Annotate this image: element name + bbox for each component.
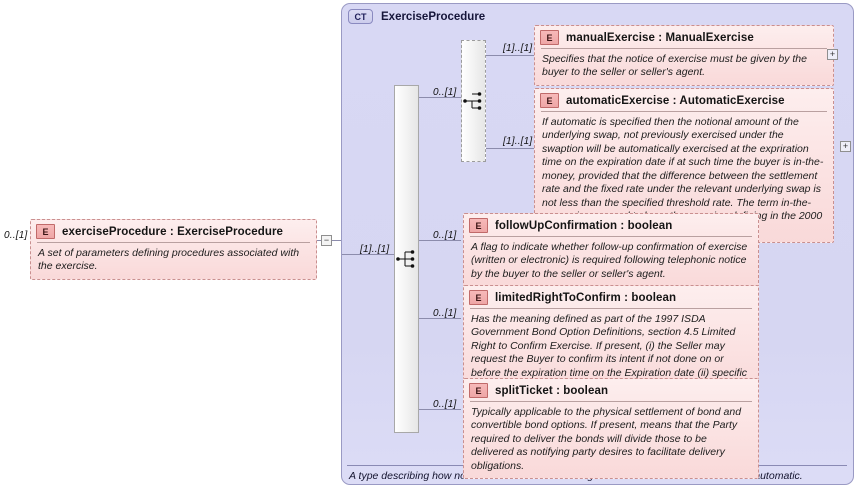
element-badge-icon: E xyxy=(469,218,488,233)
element-badge-icon: E xyxy=(540,93,559,108)
element-title: splitTicket : boolean xyxy=(495,384,609,397)
complextype-badge-icon: CT xyxy=(348,9,373,24)
connector-sequence-to-limitedRight xyxy=(419,318,461,319)
choice-glyph-icon xyxy=(462,92,481,110)
element-title: exerciseProcedure : ExerciseProcedure xyxy=(62,225,284,238)
followUpConfirmation-cardinality: 0..[1] xyxy=(433,230,457,241)
element-badge-icon: E xyxy=(540,30,559,45)
element-title: limitedRightToConfirm : boolean xyxy=(495,291,677,304)
sequence-compositor[interactable] xyxy=(394,85,419,433)
limitedRightToConfirm-cardinality: 0..[1] xyxy=(433,308,457,319)
root-cardinality: 0..[1] xyxy=(4,230,28,241)
header-divider xyxy=(541,111,827,112)
element-header: E manualExercise : ManualExercise xyxy=(535,26,833,48)
element-header: E automaticExercise : AutomaticExercise xyxy=(535,89,833,111)
header-divider xyxy=(541,48,827,49)
collapse-toggle-root[interactable]: − xyxy=(321,235,332,246)
element-title: followUpConfirmation : boolean xyxy=(495,219,673,232)
sequence-glyph-icon xyxy=(395,250,414,268)
element-node-exerciseProcedure[interactable]: E exerciseProcedure : ExerciseProcedure … xyxy=(30,219,317,280)
sequence-cardinality: [1]..[1] xyxy=(360,244,390,255)
element-badge-icon: E xyxy=(469,383,488,398)
connector-root-to-toggle xyxy=(317,240,322,241)
manualExercise-cardinality: [1]..[1] xyxy=(503,43,533,54)
connector-sequence-to-choice xyxy=(419,97,461,98)
header-divider xyxy=(470,236,752,237)
element-header: E limitedRightToConfirm : boolean xyxy=(464,286,758,308)
choice-compositor[interactable] xyxy=(461,40,486,162)
splitTicket-cardinality: 0..[1] xyxy=(433,399,457,410)
element-documentation: Specifies that the notice of exercise mu… xyxy=(542,53,807,79)
automaticExercise-cardinality: [1]..[1] xyxy=(503,136,533,147)
expand-toggle-manualExercise[interactable]: + xyxy=(827,49,838,60)
element-documentation: A flag to indicate whether follow-up con… xyxy=(471,241,748,280)
element-title: manualExercise : ManualExercise xyxy=(566,31,754,44)
header-divider xyxy=(37,242,310,243)
connector-ct-to-sequence xyxy=(342,254,394,255)
element-node-followUpConfirmation[interactable]: E followUpConfirmation : boolean A flag … xyxy=(463,213,759,288)
element-node-splitTicket[interactable]: E splitTicket : boolean Typically applic… xyxy=(463,378,759,480)
element-header: E exerciseProcedure : ExerciseProcedure xyxy=(31,220,316,242)
connector-sequence-to-splitTicket xyxy=(419,409,461,410)
choice-cardinality: 0..[1] xyxy=(433,87,457,98)
complextype-name: ExerciseProcedure xyxy=(381,10,486,23)
element-documentation: Typically applicable to the physical set… xyxy=(471,406,742,472)
element-node-manualExercise[interactable]: E manualExercise : ManualExercise Specif… xyxy=(534,25,834,86)
element-badge-icon: E xyxy=(469,290,488,305)
header-divider xyxy=(470,401,752,402)
complextype-header: CT ExerciseProcedure xyxy=(348,9,485,24)
element-header: E splitTicket : boolean xyxy=(464,379,758,401)
element-title: automaticExercise : AutomaticExercise xyxy=(566,94,785,107)
connector-toggle-to-ct xyxy=(332,240,342,241)
header-divider xyxy=(470,308,752,309)
expand-toggle-automaticExercise[interactable]: + xyxy=(840,141,851,152)
element-documentation: A set of parameters defining procedures … xyxy=(38,247,300,273)
connector-choice-to-manual xyxy=(486,55,534,56)
connector-sequence-to-followUp xyxy=(419,240,461,241)
connector-choice-to-automatic xyxy=(486,148,534,149)
element-header: E followUpConfirmation : boolean xyxy=(464,214,758,236)
element-badge-icon: E xyxy=(36,224,55,239)
